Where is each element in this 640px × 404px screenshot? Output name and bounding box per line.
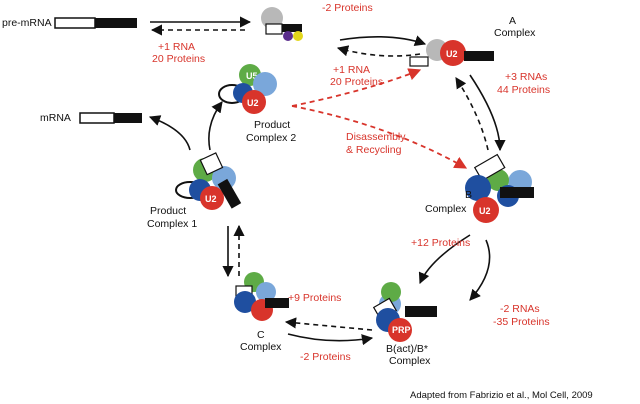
a-complex-label-2: Complex bbox=[494, 27, 536, 39]
p1-label-2: Complex 1 bbox=[147, 218, 197, 230]
bact-label-2: Complex bbox=[389, 355, 431, 367]
bact-exon-black bbox=[405, 306, 437, 317]
p2-label-2: Complex 2 bbox=[246, 132, 296, 144]
bact-u2 bbox=[388, 318, 412, 342]
bact-minus-rnas: -2 RNAs bbox=[500, 303, 540, 315]
bact-u5 bbox=[381, 282, 401, 302]
left-plus-rna: +1 RNA bbox=[158, 41, 195, 53]
p2-u5-label: U5 bbox=[246, 71, 258, 81]
p2-u2-label: U2 bbox=[247, 98, 259, 108]
c-tri bbox=[256, 282, 276, 302]
p1-exon-black bbox=[217, 178, 242, 209]
pre-mrna-label: pre-mRNA bbox=[2, 17, 52, 29]
c-u6 bbox=[234, 291, 256, 313]
e-complex bbox=[261, 7, 303, 41]
right-proteins: 20 Proteins bbox=[330, 76, 383, 88]
p2-label-1: Product bbox=[254, 119, 290, 131]
recycle-arrow-to-a bbox=[291, 68, 422, 107]
arrow-b-to-bact bbox=[418, 234, 471, 285]
p1-u2-label: U2 bbox=[205, 194, 217, 204]
product-complex-2: U5 U2 bbox=[218, 64, 277, 114]
pre-mrna-exon-white bbox=[54, 17, 96, 29]
b-u2 bbox=[473, 197, 499, 223]
a-to-b-proteins: 44 Proteins bbox=[497, 84, 550, 96]
recycle-label-2: & Recycling bbox=[346, 144, 402, 156]
p2-u2 bbox=[242, 90, 266, 114]
bact-complex: PRP bbox=[372, 282, 437, 342]
arrow-c-to-bact bbox=[287, 333, 374, 346]
e-minus-proteins: -2 Proteins bbox=[322, 2, 373, 14]
mrna-exon-black bbox=[114, 113, 142, 123]
b-complex: U2 bbox=[465, 153, 534, 223]
arrow-e-to-a bbox=[339, 35, 427, 47]
p2-tri bbox=[253, 72, 277, 96]
e-exon-white bbox=[265, 23, 283, 35]
arrow-p1-to-mrna bbox=[148, 115, 191, 151]
credit-text: Adapted from Fabrizio et al., Mol Cell, … bbox=[410, 390, 593, 401]
p1-label-1: Product bbox=[150, 205, 186, 217]
a-u2-label: U2 bbox=[446, 49, 458, 59]
c-label-1: C bbox=[257, 329, 265, 341]
a-exon-white bbox=[409, 56, 429, 67]
left-proteins: 20 Proteins bbox=[152, 53, 205, 65]
c-exon-black bbox=[265, 298, 289, 308]
b-to-bact-proteins: +12 Proteins bbox=[411, 237, 470, 249]
c-plus-proteins: +9 Proteins bbox=[288, 292, 341, 304]
a-complex: U2 bbox=[409, 39, 494, 67]
p1-u2 bbox=[200, 186, 224, 210]
pre-mrna: pre-mRNA bbox=[2, 17, 137, 29]
u2af-protein bbox=[293, 31, 303, 41]
bact-label-1: B(act)/B* bbox=[386, 343, 428, 355]
c-minus-proteins: -2 Proteins bbox=[300, 351, 351, 363]
recycle-label-1: Disassembly bbox=[346, 131, 406, 143]
mrna-label: mRNA bbox=[40, 112, 71, 124]
c-complex bbox=[234, 272, 289, 321]
a-complex-label-1: A bbox=[509, 15, 516, 27]
b-u2-label: U2 bbox=[479, 206, 491, 216]
right-plus-rna: +1 RNA bbox=[333, 64, 370, 76]
b-exon-black bbox=[500, 187, 534, 198]
a-exon-black bbox=[464, 51, 494, 61]
b-u6 bbox=[465, 175, 491, 201]
arrow-b-to-a bbox=[455, 77, 489, 151]
sf1-protein bbox=[283, 31, 293, 41]
c-label-2: Complex bbox=[240, 341, 282, 353]
e-exon-black bbox=[282, 24, 302, 32]
b-complex-label-1: B bbox=[465, 189, 472, 201]
arrow-a-to-e bbox=[336, 45, 421, 57]
arrow-a-to-b bbox=[469, 74, 506, 152]
arrow-p1-to-p2 bbox=[208, 101, 223, 151]
p1-exon-white bbox=[199, 152, 224, 176]
b-complex-label-2: Complex bbox=[425, 203, 467, 215]
a-u2 bbox=[440, 40, 466, 66]
mrna-exon-white bbox=[79, 112, 115, 124]
bact-prp-label: PRP bbox=[392, 325, 411, 335]
mrna: mRNA bbox=[40, 112, 142, 124]
b-exon-white bbox=[473, 153, 506, 182]
pre-mrna-exon-black bbox=[95, 18, 137, 28]
bact-minus-proteins: -35 Proteins bbox=[493, 316, 550, 328]
arrow-b-release bbox=[469, 239, 491, 301]
a-to-b-rnas: +3 RNAs bbox=[505, 71, 547, 83]
recycle-arrow-to-b bbox=[291, 105, 468, 169]
product-complex-1: U2 bbox=[175, 152, 242, 210]
arrow-bact-to-c bbox=[284, 317, 373, 331]
